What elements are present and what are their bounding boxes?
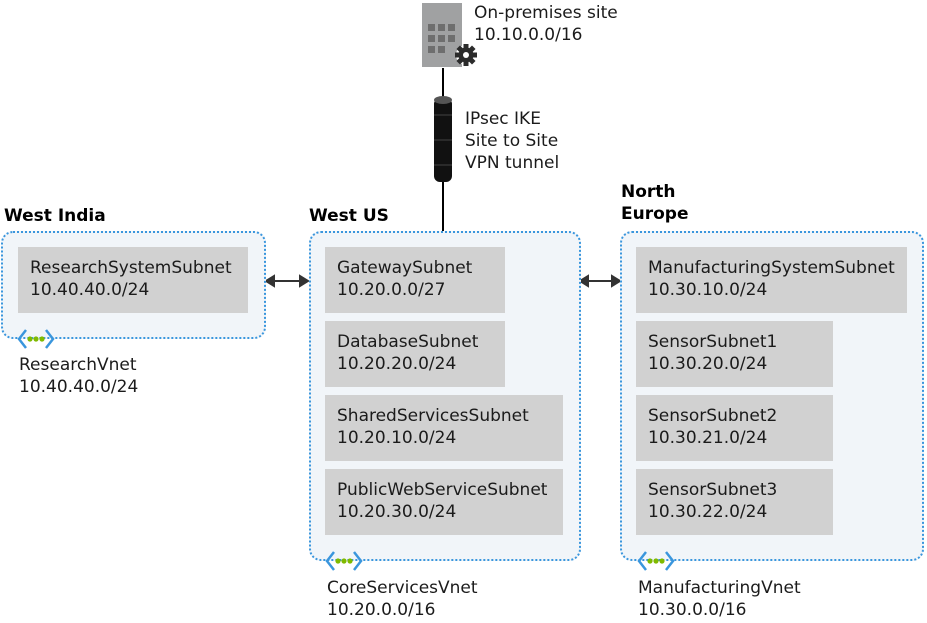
manufacturing-vnet-label: ManufacturingVnet 10.30.0.0/16 xyxy=(638,577,801,621)
subnet-cidr: 10.40.40.0/24 xyxy=(30,280,150,300)
subnet-cidr: 10.30.22.0/24 xyxy=(648,502,768,522)
subnet-name: GatewaySubnet xyxy=(337,258,473,278)
core-vnet-label: CoreServicesVnet 10.20.0.0/16 xyxy=(327,577,478,621)
vnet-name: CoreServicesVnet xyxy=(327,578,478,598)
subnet-name: DatabaseSubnet xyxy=(337,332,479,352)
region-west-india: West India xyxy=(4,206,106,226)
subnet-name: SensorSubnet2 xyxy=(648,406,778,426)
peering-arrow-east xyxy=(578,274,622,288)
region-north-europe-line1: North xyxy=(621,182,676,202)
tunnel-line-1: IPsec IKE xyxy=(465,109,541,129)
vnet-cidr: 10.30.0.0/16 xyxy=(638,600,747,620)
subnet-research-system: ResearchSystemSubnet 10.40.40.0/24 xyxy=(18,247,248,313)
subnet-cidr: 10.30.10.0/24 xyxy=(648,280,768,300)
vnet-cidr: 10.40.40.0/24 xyxy=(19,377,139,397)
onprem-cidr: 10.10.0.0/16 xyxy=(474,25,583,45)
subnet-cidr: 10.20.10.0/24 xyxy=(337,428,457,448)
subnet-name: SharedServicesSubnet xyxy=(337,406,529,426)
subnet-name: SensorSubnet3 xyxy=(648,480,778,500)
subnet-cidr: 10.20.0.0/27 xyxy=(337,280,446,300)
region-north-europe-line2: Europe xyxy=(621,204,689,224)
subnet-database: DatabaseSubnet 10.20.20.0/24 xyxy=(325,321,505,387)
subnet-cidr: 10.30.21.0/24 xyxy=(648,428,768,448)
subnet-cidr: 10.30.20.0/24 xyxy=(648,354,768,374)
vnet-cidr: 10.20.0.0/16 xyxy=(327,600,436,620)
subnet-sensor-2: SensorSubnet2 10.30.21.0/24 xyxy=(636,395,833,461)
subnet-sensor-3: SensorSubnet3 10.30.22.0/24 xyxy=(636,469,833,535)
subnet-shared-services: SharedServicesSubnet 10.20.10.0/24 xyxy=(325,395,563,461)
onprem-label: On-premises site 10.10.0.0/16 xyxy=(474,2,618,46)
tunnel-line-3: VPN tunnel xyxy=(465,153,560,173)
subnet-name: PublicWebServiceSubnet xyxy=(337,480,548,500)
subnet-public-web-service: PublicWebServiceSubnet 10.20.30.0/24 xyxy=(325,469,563,535)
subnet-name: SensorSubnet1 xyxy=(648,332,778,352)
subnet-cidr: 10.20.20.0/24 xyxy=(337,354,457,374)
onprem-name: On-premises site xyxy=(474,3,618,23)
vnet-name: ManufacturingVnet xyxy=(638,578,801,598)
tunnel-label: IPsec IKE Site to Site VPN tunnel xyxy=(465,108,559,174)
peering-arrow-west xyxy=(264,274,310,288)
vpn-tunnel-icon xyxy=(434,96,452,182)
vnet-name: ResearchVnet xyxy=(19,355,137,375)
subnet-cidr: 10.20.30.0/24 xyxy=(337,502,457,522)
subnet-name: ResearchSystemSubnet xyxy=(30,258,232,278)
tunnel-line-2: Site to Site xyxy=(465,131,559,151)
subnet-sensor-1: SensorSubnet1 10.30.20.0/24 xyxy=(636,321,833,387)
region-west-us: West US xyxy=(309,206,389,226)
region-north-europe: North Europe xyxy=(621,181,688,225)
subnet-name: ManufacturingSystemSubnet xyxy=(648,258,895,278)
research-vnet-label: ResearchVnet 10.40.40.0/24 xyxy=(19,354,138,398)
subnet-gateway: GatewaySubnet 10.20.0.0/27 xyxy=(325,247,505,313)
subnet-manufacturing-system: ManufacturingSystemSubnet 10.30.10.0/24 xyxy=(636,247,907,313)
